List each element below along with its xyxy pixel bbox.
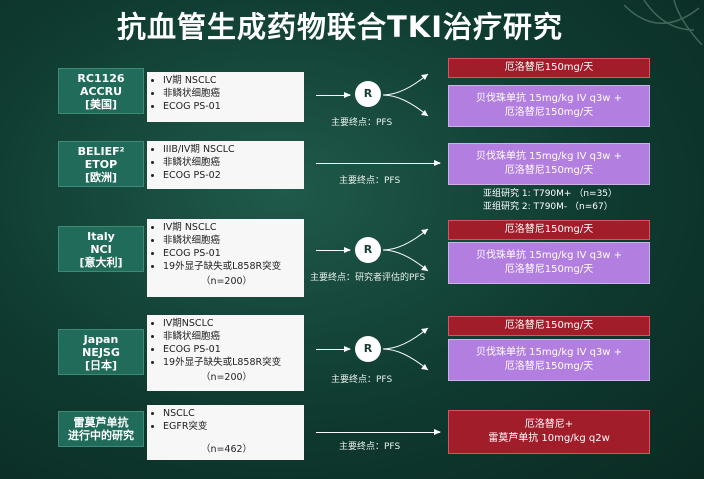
sample-size: （n=462） <box>200 444 253 455</box>
trial-region: [意大利] <box>79 255 123 269</box>
criterion: ECOG PS-02 <box>163 169 300 182</box>
trial-label: RC1126 ACCRU [美国] <box>58 68 144 114</box>
flow-arrow <box>316 92 351 98</box>
primary-endpoint: 主要终点：PFS <box>331 118 393 128</box>
trial-region: [美国] <box>84 97 118 111</box>
criterion: 非鳞状细胞癌 <box>163 156 300 169</box>
arm-text: 贝伐珠单抗 15mg/kg IV q3w + <box>475 151 623 162</box>
arm-text: 厄洛替尼150mg/天 <box>504 62 594 73</box>
arm-text: 厄洛替尼150mg/天 <box>504 361 594 372</box>
inclusion-criteria: IV期 NSCLC 非鳞状细胞癌 ECOG PS-01 19外显子缺失或L858… <box>147 219 304 297</box>
primary-endpoint: 主要终点：研究者评估的PFS <box>310 273 426 283</box>
flow-arrow <box>316 160 441 166</box>
criterion: EGFR突变 <box>163 420 300 433</box>
subgroup-line: 亚组研究 2: T790M- （n=67） <box>483 202 613 212</box>
trial-name: RC1126 <box>77 71 125 85</box>
decorative-ornament <box>623 0 703 46</box>
trial-name: Japan <box>83 332 119 346</box>
arm-text: 厄洛替尼150mg/天 <box>504 264 594 275</box>
primary-endpoint: 主要终点：PFS <box>339 442 401 452</box>
criterion: IIIB/IV期 NSCLC <box>163 143 300 156</box>
criterion: IV期 NSCLC <box>163 74 300 87</box>
criterion: ECOG PS-01 <box>163 343 300 356</box>
inclusion-criteria: IV期NSCLC 非鳞状细胞癌 ECOG PS-01 19外显子缺失或L858R… <box>147 315 304 391</box>
trial-region: [欧洲] <box>84 170 118 184</box>
inclusion-criteria: IIIB/IV期 NSCLC 非鳞状细胞癌 ECOG PS-02 <box>147 141 304 189</box>
fork-arrows <box>382 73 429 117</box>
treatment-arm: 厄洛替尼150mg/天 <box>448 220 650 240</box>
flow-arrow <box>316 429 441 435</box>
flow-arrow <box>316 247 351 253</box>
inclusion-criteria: NSCLC EGFR突变 （n=462） <box>147 405 304 460</box>
treatment-arm: 贝伐珠单抗 15mg/kg IV q3w + 厄洛替尼150mg/天 <box>448 143 650 185</box>
criterion: NSCLC <box>163 407 300 420</box>
trial-group: ETOP <box>84 157 118 171</box>
randomization-circle: R <box>355 81 381 107</box>
arm-text: 厄洛替尼150mg/天 <box>504 165 594 176</box>
trial-group: ACCRU <box>79 84 123 98</box>
criterion: 非鳞状细胞癌 <box>163 330 300 343</box>
randomization-circle: R <box>355 237 381 263</box>
trial-name: 雷莫芦单抗 <box>73 416 129 429</box>
treatment-arm: 厄洛替尼+ 雷莫芦单抗 10mg/kg q2w <box>448 410 650 454</box>
trial-name: BELIEF² <box>77 144 125 158</box>
primary-endpoint: 主要终点：PFS <box>339 176 401 186</box>
treatment-arm: 贝伐珠单抗 15mg/kg IV q3w + 厄洛替尼150mg/天 <box>448 242 650 284</box>
trial-group: NEJSG <box>82 345 120 359</box>
criterion: ECOG PS-01 <box>163 247 300 260</box>
arm-text: 贝伐珠单抗 15mg/kg IV q3w + <box>475 347 623 358</box>
treatment-arm: 厄洛替尼150mg/天 <box>448 58 650 78</box>
treatment-arm: 厄洛替尼150mg/天 <box>448 316 650 336</box>
arm-text: 厄洛替尼150mg/天 <box>504 107 594 118</box>
fork-arrows <box>382 228 429 272</box>
trial-region: [日本] <box>84 358 118 372</box>
trial-name: Italy <box>87 229 115 243</box>
arm-text: 厄洛替尼150mg/天 <box>504 320 594 331</box>
criterion: 19外显子缺失或L858R突变 <box>163 356 300 369</box>
arm-text: 厄洛替尼+ <box>524 419 574 430</box>
trial-label: 雷莫芦单抗 进行中的研究 <box>58 411 144 447</box>
criterion: ECOG PS-01 <box>163 100 300 113</box>
flow-arrow <box>316 346 351 352</box>
trial-group: 进行中的研究 <box>68 429 134 442</box>
trial-label: BELIEF² ETOP [欧洲] <box>58 141 144 187</box>
treatment-arm: 贝伐珠单抗 15mg/kg IV q3w + 厄洛替尼150mg/天 <box>448 85 650 127</box>
trial-label: Italy NCI [意大利] <box>58 226 144 272</box>
criterion: IV期 NSCLC <box>163 221 300 234</box>
primary-endpoint: 主要终点：PFS <box>331 375 393 385</box>
trial-label: Japan NEJSG [日本] <box>58 329 144 375</box>
fork-arrows <box>382 327 429 371</box>
treatment-arm: 贝伐珠单抗 15mg/kg IV q3w + 厄洛替尼150mg/天 <box>448 339 650 381</box>
page-title: 抗血管生成药物联合TKI治疗研究 <box>116 10 564 44</box>
arm-text: 雷莫芦单抗 10mg/kg q2w <box>488 433 610 444</box>
criterion: IV期NSCLC <box>163 317 300 330</box>
sample-size: （n=200） <box>200 372 253 383</box>
inclusion-criteria: IV期 NSCLC 非鳞状细胞癌 ECOG PS-01 <box>147 72 304 122</box>
arm-text: 贝伐珠单抗 15mg/kg IV q3w + <box>475 250 623 261</box>
criterion: 非鳞状细胞癌 <box>163 234 300 247</box>
subgroup-line: 亚组研究 1: T790M+ （n=35） <box>483 189 618 199</box>
arm-text: 贝伐珠单抗 15mg/kg IV q3w + <box>475 93 623 104</box>
sample-size: （n=200） <box>200 276 253 287</box>
criterion: 非鳞状细胞癌 <box>163 87 300 100</box>
randomization-circle: R <box>355 336 381 362</box>
arm-text: 厄洛替尼150mg/天 <box>504 224 594 235</box>
trial-group: NCI <box>90 242 112 256</box>
criterion: 19外显子缺失或L858R突变 <box>163 260 300 273</box>
